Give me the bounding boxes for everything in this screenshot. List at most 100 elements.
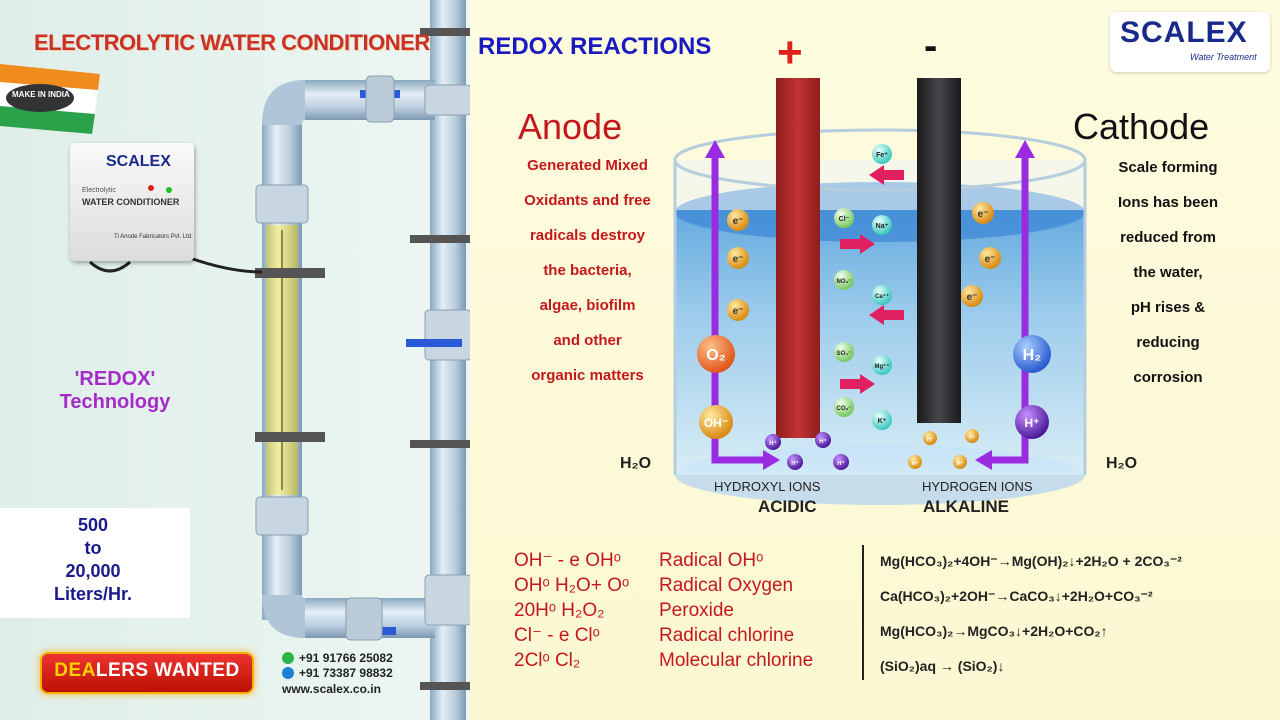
section-title: REDOX REACTIONS [478,33,712,60]
reaction-row: OHᵒ H₂O+ Oᵒ Radical Oxygen [514,573,813,598]
logo-subtitle: Water Treatment [1190,52,1257,62]
h-plus-small-5 [923,431,937,445]
device-line2: WATER CONDITIONER [82,197,180,207]
h-plus-small-label-5: H⁺ [927,437,934,443]
ion-fe [872,144,892,164]
elbow-bottom [262,595,305,638]
reaction-row: OH⁻ - e OHᵒ Radical OHᵒ [514,548,813,573]
alkaline-label: ALKALINE [923,497,1009,516]
union-main-bottom [424,574,470,626]
cathode-flow-arrow [990,155,1029,464]
reaction-row: 2Clᵒ Cl₂ Molecular chlorine [514,648,813,673]
wall-bracket-6 [420,682,470,690]
ion-arrow-1 [869,165,904,185]
ion-k-label: K⁺ [878,418,887,425]
electron-label-3: e⁻ [733,306,744,317]
reaction-name: Radical OHᵒ [659,550,764,571]
dealers-wanted-label[interactable]: DEALERS WANTED [40,660,254,682]
h-plus-small-1 [765,434,781,450]
h-plus-small-2 [815,432,831,448]
wall-bracket-1 [255,268,325,278]
h-plus-small-3 [787,454,803,470]
electron-label-2: e⁻ [733,254,744,265]
union-main-top [424,84,470,116]
anode-line: Generated Mixed [527,157,648,174]
anode-line: radicals destroy [529,227,646,244]
reaction-name: Radical chlorine [659,625,795,646]
capacity-box [0,508,190,618]
reaction-name: Peroxide [659,600,734,621]
electron-label-6: e⁻ [967,292,978,303]
elbow-top [262,80,305,125]
electron-2 [727,247,749,269]
redox-technology-label: 'REDOX' Technology [30,368,200,414]
reaction-formula: OH⁻ - e OHᵒ [514,550,621,571]
ion-cl-label: Cl⁻ [839,216,850,223]
acidic-label: ACIDIC [758,497,817,516]
phone-icon [282,666,294,679]
reaction-formula: OHᵒ H₂O+ Oᵒ [514,575,630,596]
ion-so4-label: SO₄⁻ [837,351,852,357]
controller-device: SCALEX Electrolytic WATER CONDITIONER Ti… [70,143,194,261]
capacity-line1: 500 [77,515,109,535]
oh-label: OH⁻ [704,416,728,430]
union-main-mid [424,309,470,361]
reaction-formula: Cl⁻ - e Clᵒ [514,625,600,646]
ion-mg [872,355,892,375]
electron-6 [961,285,983,307]
pipe-system-illustration [88,0,470,720]
h-plus-small-label-1: H⁺ [769,440,777,447]
anode-line: Oxidants and free [524,192,651,209]
chemistry-equation-3: Mg(HCO₃)₂→MgCO₃↓+2H₂O+CO₂↑ [880,623,1108,639]
union-bottom [255,496,309,536]
ion-na-label: Na⁺ [876,223,889,230]
electrolysis-tank-diagram: e⁻ e⁻ e⁻ e⁻ e⁻ e⁻ Fe⁺ Cl⁻ Na⁺ NO₃⁻ Ca⁺⁺ … [673,78,1087,505]
phone-2[interactable]: +91 73387 98832 [299,665,393,680]
ion-cl [834,208,854,228]
ion-co3 [834,397,854,417]
h-plus-small-7 [908,455,922,469]
electron-label-1: e⁻ [733,216,744,227]
anode-flow-arrow [711,155,765,464]
logo-text: SCALEX [1120,16,1248,49]
ion-mg-label: Mg⁺⁺ [875,363,890,370]
electron-label-4: e⁻ [978,209,989,220]
technology-word: Technology [59,391,171,413]
scalex-logo: SCALEX Water Treatment [1110,12,1270,72]
h2o-right: H₂O [1106,455,1138,472]
cathode-description: Scale forming Ions has been reduced from… [1098,150,1238,395]
dealers-highlight: DEA [54,660,96,681]
make-in-india-label: MAKE IN INDIA [12,90,70,99]
oh-ion [699,405,733,439]
capacity-text: 500 to 20,000 Liters/Hr. [0,514,186,606]
left-panel: MAKE IN INDIA SCALEX Electrolytic WATER … [0,0,470,720]
hydroxyl-ions-label: HYDROXYL IONS [714,479,821,494]
cathode-electrode [917,78,961,423]
anode-line: and other [553,332,622,349]
h2-label: H₂ [1023,347,1042,364]
electron-4 [972,202,994,224]
h-plus-small-4 [833,454,849,470]
ion-arrow-2 [840,234,875,254]
reaction-table: OH⁻ - e OHᵒ Radical OHᵒ OHᵒ H₂O+ Oᵒ Radi… [514,548,813,673]
redox-quote: 'REDOX' [74,368,156,390]
ion-co3-label: CO₃⁻ [837,406,852,412]
ion-fe-label: Fe⁺ [876,152,888,159]
website-link[interactable]: www.scalex.co.in [282,682,381,696]
whatsapp-icon [282,651,294,664]
valve-body-top [365,75,395,123]
chemistry-equation-1: Mg(HCO₃)₂+4OH⁻→Mg(OH)₂↓+2H₂O + 2CO₃⁻² [880,553,1182,569]
ion-so4 [834,342,854,362]
reaction-row: 20Hᵒ H₂O₂ Peroxide [514,598,813,623]
ion-no3 [834,270,854,290]
ion-ca [872,285,892,305]
make-in-india-badge [0,64,100,134]
h2o-left: H₂O [620,455,652,472]
reaction-name: Molecular chlorine [659,650,814,671]
o2-molecule [697,335,735,373]
cathode-line: the water, [1133,264,1203,281]
phone-1[interactable]: +91 91766 25082 [299,650,393,665]
device-manufacturer: Ti Anode Fabricators Pvt. Ltd. [114,234,193,240]
anode-title: Anode [518,106,623,147]
dealers-wanted-button[interactable] [40,652,254,694]
